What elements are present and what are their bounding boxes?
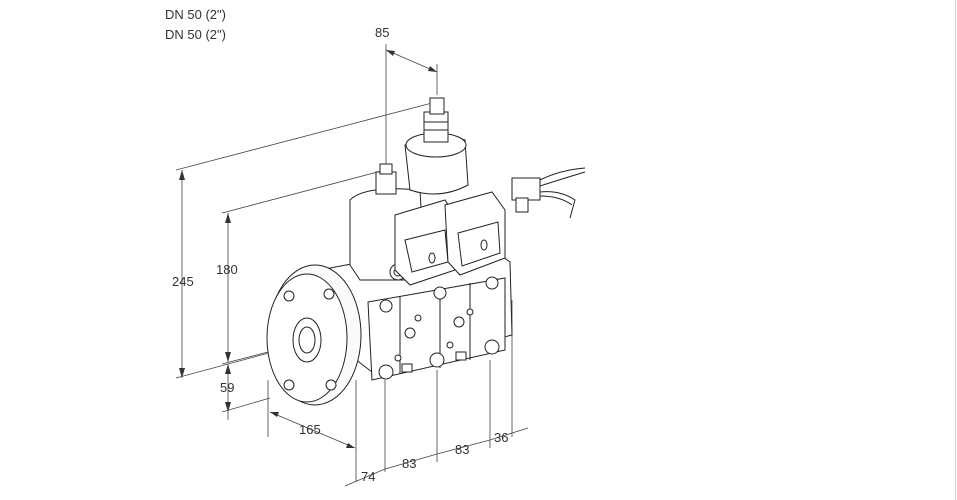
- dim-165-label: 165: [299, 422, 321, 437]
- connector-plug: [511, 167, 586, 219]
- dim-36-label: 36: [494, 430, 508, 445]
- dimension-arrows: [179, 50, 437, 448]
- dim-83a-label: 83: [402, 456, 416, 471]
- dim-85-label: 85: [375, 25, 389, 40]
- dim-245-label: 245: [172, 274, 194, 289]
- title-block: DN 50 (2") DN 50 (2"): [165, 5, 226, 45]
- outlet-size-label: DN 50 (2"): [165, 27, 226, 42]
- frame-border: [955, 0, 956, 500]
- dim-59-label: 59: [220, 380, 234, 395]
- dim-83b-label: 83: [455, 442, 469, 457]
- dim-180-label: 180: [216, 262, 238, 277]
- inlet-size-label: DN 50 (2"): [165, 7, 226, 22]
- solenoid-housings: [349, 97, 506, 286]
- dim-74-label: 74: [361, 469, 375, 484]
